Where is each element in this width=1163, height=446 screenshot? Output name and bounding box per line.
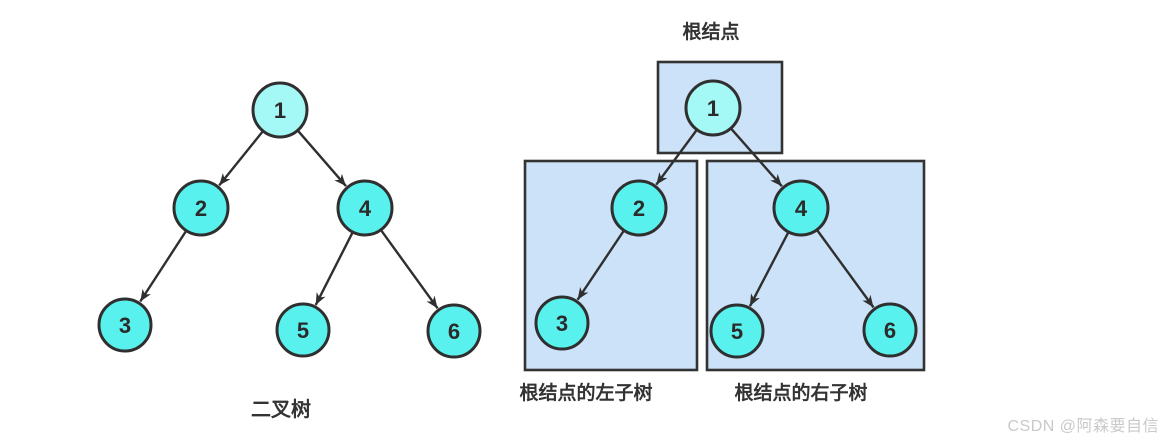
tree-node-5: 5 bbox=[709, 303, 765, 359]
tree-node-1: 1 bbox=[251, 81, 309, 139]
edge-1-to-4 bbox=[730, 128, 783, 188]
edge-4-to-6 bbox=[380, 229, 439, 310]
node-value-5: 5 bbox=[731, 319, 743, 344]
node-circle-3 bbox=[534, 295, 590, 351]
tree-node-3: 3 bbox=[97, 297, 153, 353]
tree-node-4: 4 bbox=[772, 179, 830, 237]
node-value-1: 1 bbox=[707, 96, 719, 121]
node-value-1: 1 bbox=[274, 98, 286, 123]
node-circle-5 bbox=[275, 302, 331, 358]
node-value-5: 5 bbox=[297, 318, 309, 343]
watermark: CSDN @阿森要自信 bbox=[1007, 418, 1159, 435]
node-value-6: 6 bbox=[884, 318, 896, 343]
node-circle-1 bbox=[684, 79, 742, 137]
edge-1-to-2 bbox=[218, 131, 264, 187]
node-circle-1 bbox=[251, 81, 309, 139]
node-value-2: 2 bbox=[195, 196, 207, 221]
edge-1-to-2 bbox=[655, 129, 698, 186]
node-value-3: 3 bbox=[556, 311, 568, 336]
tree-node-2: 2 bbox=[610, 179, 668, 237]
node-value-2: 2 bbox=[633, 196, 645, 221]
edge-4-to-5 bbox=[314, 232, 354, 306]
node-circle-4 bbox=[336, 179, 394, 237]
binary-tree: 1 2 4 3 5 6 二叉树 bbox=[97, 81, 482, 421]
node-circle-4 bbox=[772, 179, 830, 237]
edge-2-to-3 bbox=[576, 230, 625, 301]
left-subtree-box-label: 根结点的左子树 bbox=[519, 381, 652, 404]
node-circle-2 bbox=[610, 179, 668, 237]
node-circle-3 bbox=[97, 297, 153, 353]
tree-node-1: 1 bbox=[684, 79, 742, 137]
tree-node-6: 6 bbox=[862, 302, 918, 358]
node-circle-6 bbox=[862, 302, 918, 358]
tree-node-4: 4 bbox=[336, 179, 394, 237]
tree-node-3: 3 bbox=[534, 295, 590, 351]
root-node-box-label: 根结点 bbox=[682, 20, 739, 43]
node-value-4: 4 bbox=[359, 196, 372, 221]
tree-node-5: 5 bbox=[275, 302, 331, 358]
binary-tree-caption: 二叉树 bbox=[251, 398, 311, 421]
tree-node-2: 2 bbox=[172, 179, 230, 237]
edge-2-to-3 bbox=[139, 230, 187, 303]
node-circle-2 bbox=[172, 179, 230, 237]
edge-4-to-6 bbox=[816, 229, 875, 309]
node-value-6: 6 bbox=[448, 319, 460, 344]
tree-node-6: 6 bbox=[426, 303, 482, 359]
node-circle-5 bbox=[709, 303, 765, 359]
right-subtree-box-label: 根结点的右子树 bbox=[734, 381, 867, 404]
edge-4-to-5 bbox=[748, 232, 790, 307]
node-value-3: 3 bbox=[119, 313, 131, 338]
node-circle-6 bbox=[426, 303, 482, 359]
node-value-4: 4 bbox=[795, 196, 808, 221]
edge-1-to-4 bbox=[297, 130, 347, 187]
